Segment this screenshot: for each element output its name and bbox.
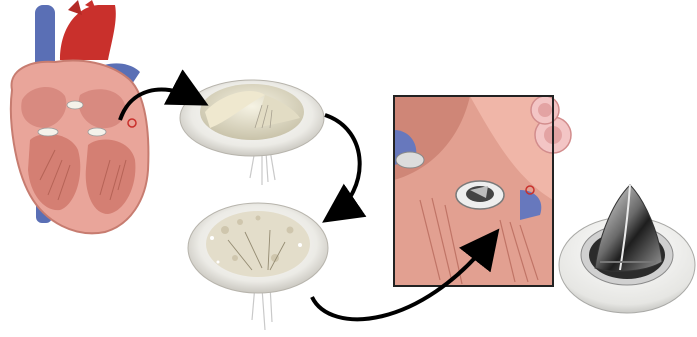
heart-implant-closeup-icon [394, 96, 571, 286]
valve-healthy-icon [180, 80, 324, 185]
heart-cross-section-icon [11, 0, 149, 233]
arrow-healthy-to-diseased-valve [325, 115, 360, 216]
valve-calcified-icon [188, 203, 328, 330]
mechanical-tilting-disc-valve-icon [559, 185, 695, 313]
